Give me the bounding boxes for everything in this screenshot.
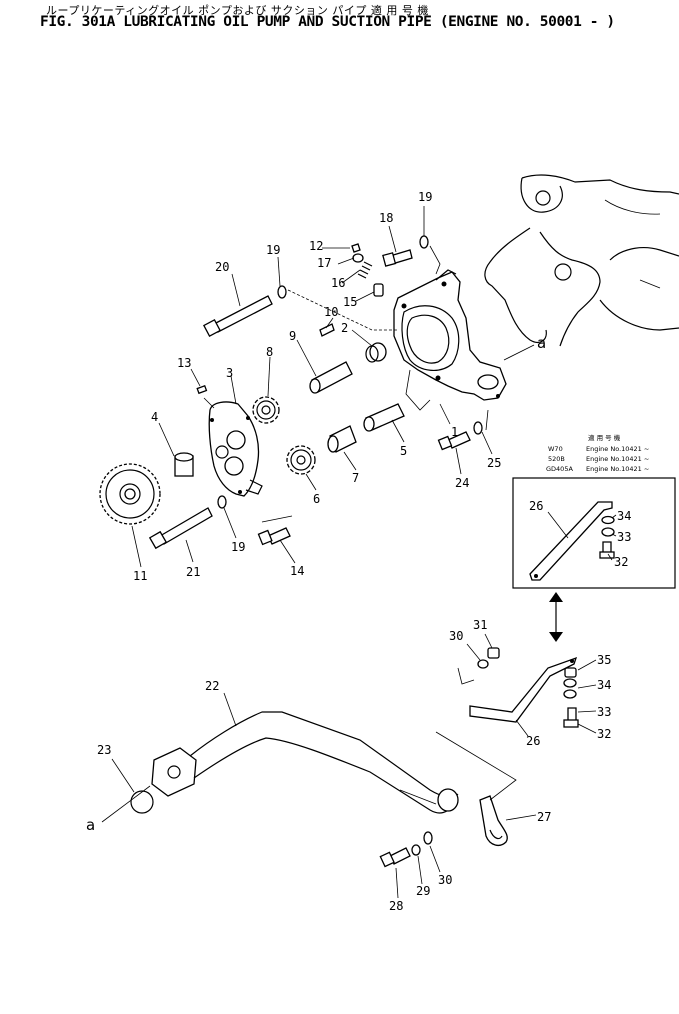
pump-cover	[208, 401, 263, 497]
callout-25: 25	[487, 456, 501, 470]
washers	[217, 235, 615, 856]
callout-18: 18	[379, 211, 393, 225]
relief-valve-parts	[351, 243, 384, 297]
bushing-2	[365, 342, 387, 363]
callout-33: 33	[597, 705, 611, 719]
gear-6	[286, 445, 316, 475]
callout-32: 32	[597, 727, 611, 741]
callout-numbers: 1 2 3 4 5 6 7 8 9 10 11 12 13 14 15 16 1…	[97, 190, 631, 913]
callout-29: 29	[416, 884, 430, 898]
callout-7: 7	[352, 471, 359, 485]
callout-1: 1	[451, 425, 458, 439]
key-10	[319, 323, 335, 337]
callout-20: 20	[215, 260, 229, 274]
callout-23: 23	[97, 743, 111, 757]
bolt-24	[437, 431, 471, 451]
callout-30: 30	[438, 873, 452, 887]
callout-30-top: 30	[449, 629, 463, 643]
callout-19c: 19	[231, 540, 245, 554]
callout-9: 9	[289, 329, 296, 343]
reference-mark-a-lower: a	[86, 816, 95, 834]
inset-box	[512, 477, 676, 589]
callout-8: 8	[266, 345, 273, 359]
callout-19b: 19	[418, 190, 432, 204]
callout-10: 10	[324, 305, 338, 319]
applicability-engine-3: Engine No.10421 ~	[586, 465, 649, 473]
callout-34-inset: 34	[617, 509, 631, 523]
callout-21: 21	[186, 565, 200, 579]
applicability-model-3: GD405A	[546, 465, 573, 473]
callout-11: 11	[133, 569, 147, 583]
callout-26: 26	[526, 734, 540, 748]
engine-block-outline	[484, 174, 679, 347]
callout-19a: 19	[266, 243, 280, 257]
callout-3: 3	[226, 366, 233, 380]
callout-6: 6	[313, 492, 320, 506]
callout-26-inset: 26	[529, 499, 543, 513]
suction-pipe	[151, 711, 459, 814]
callout-35: 35	[597, 653, 611, 667]
bushing-4	[174, 452, 194, 477]
applicability-engine-2: Engine No.10421 ~	[586, 455, 649, 463]
callout-14: 14	[290, 564, 304, 578]
double-arrow-icon	[549, 592, 563, 642]
gear-8	[252, 396, 280, 424]
shaft-5	[363, 403, 405, 432]
applicability-heading: 適 用 号 機	[588, 433, 621, 442]
shaft-9	[309, 361, 353, 394]
applicability-model-2: 520B	[548, 455, 565, 463]
pin-13	[196, 384, 208, 395]
bolt-21	[148, 507, 213, 550]
bolt-18	[382, 249, 413, 267]
callout-16: 16	[331, 276, 345, 290]
japanese-title: ループリケーティングオイル ポンプおよび サクション パイプ 適 用 号 機	[46, 4, 429, 17]
callout-24: 24	[455, 476, 469, 490]
bracket-26	[469, 656, 578, 723]
callout-28: 28	[389, 899, 403, 913]
callout-15: 15	[343, 295, 357, 309]
bolt-28	[379, 847, 411, 868]
nuts	[487, 541, 615, 728]
o-ring-23	[130, 790, 154, 814]
applicability-model-1: W70	[548, 445, 563, 453]
clamp-27	[479, 795, 508, 847]
bolt-14	[257, 527, 291, 546]
callout-13: 13	[177, 356, 191, 370]
leader-lines	[101, 206, 617, 899]
callout-22: 22	[205, 679, 219, 693]
callout-32-inset: 32	[614, 555, 628, 569]
callout-4: 4	[151, 410, 158, 424]
callout-17: 17	[317, 256, 331, 270]
callout-5: 5	[400, 444, 407, 458]
pump-body	[393, 269, 507, 401]
callout-2: 2	[341, 321, 348, 335]
callout-27: 27	[537, 810, 551, 824]
bushing-7	[327, 425, 357, 453]
gear-11	[99, 463, 161, 525]
figure-title: FIG. 301A LUBRICATING OIL PUMP AND SUCTI…	[40, 14, 615, 30]
reference-mark-a-upper: a	[537, 334, 546, 352]
applicability-engine-1: Engine No.10421 ~	[586, 445, 649, 453]
bolt-20	[203, 295, 273, 337]
callout-12: 12	[309, 239, 323, 253]
callout-34: 34	[597, 678, 611, 692]
callout-31: 31	[473, 618, 487, 632]
callout-33-inset: 33	[617, 530, 631, 544]
applicability-table: 適 用 号 機 W70 Engine No.10421 ~ 520B Engin…	[546, 433, 649, 473]
